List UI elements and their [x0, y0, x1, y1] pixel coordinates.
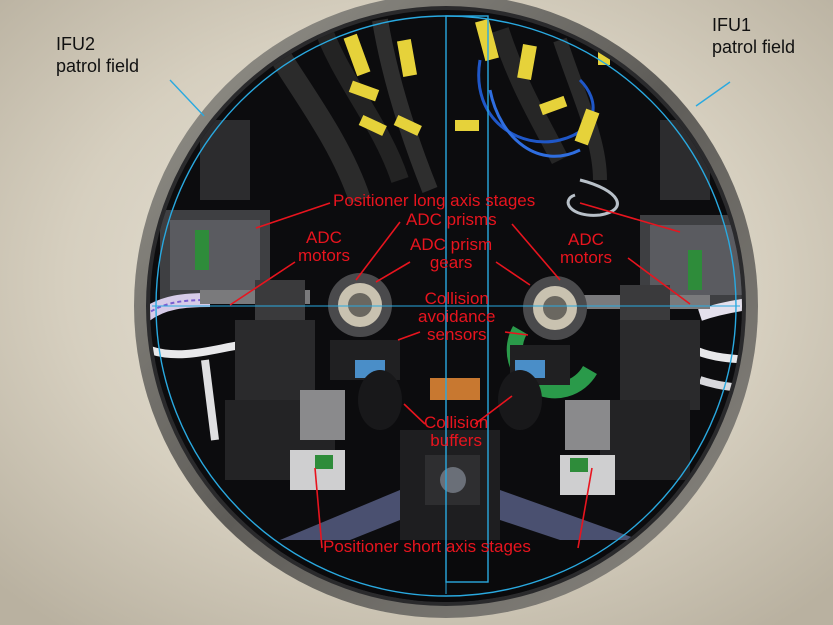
patrol-field-overlay: [152, 15, 740, 597]
label-short-axis-stages: Positioner short axis stages: [323, 537, 531, 556]
label-long-axis-stages: Positioner long axis stages: [333, 191, 536, 210]
adc-assembly-left: [200, 273, 400, 490]
annotation-lines: [229, 202, 691, 549]
label-adc-prisms: ADC prisms: [406, 210, 497, 229]
cable-bundle: [260, 17, 619, 217]
